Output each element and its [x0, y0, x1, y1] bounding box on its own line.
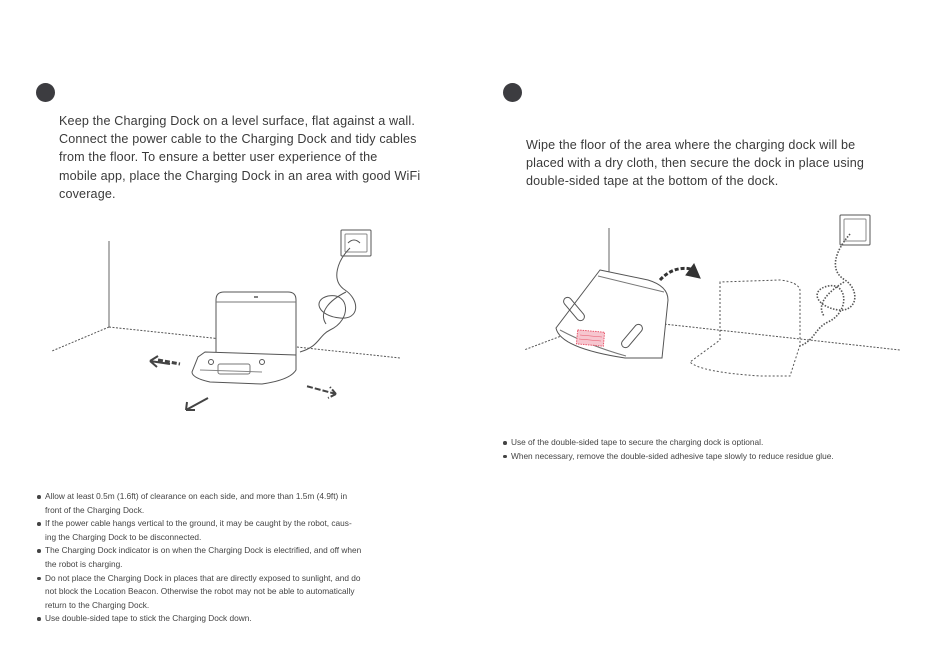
step-2-notes: Use of the double-sided tape to secure t… [503, 436, 834, 463]
instruction-line: mobile app, place the Charging Dock in a… [59, 168, 421, 183]
clearance-arrow-front-icon [185, 397, 209, 411]
instruction-line: Connect the power cable to the Charging … [59, 132, 417, 147]
wall-socket-icon [340, 229, 372, 257]
instruction-line: placed with a dry cloth, then secure the… [526, 156, 865, 171]
note-item: When necessary, remove the double-sided … [503, 450, 834, 464]
clearance-arrow-right-icon [305, 385, 337, 399]
instruction-line: coverage. [59, 186, 116, 201]
step-1-marker [36, 83, 55, 102]
wall-socket-icon [839, 214, 871, 246]
note-item: Allow at least 0.5m (1.6ft) of clearance… [37, 490, 361, 517]
charging-dock-icon [215, 291, 297, 356]
step-2-instruction: Wipe the floor of the area where the cha… [526, 136, 864, 191]
step-1-notes: Allow at least 0.5m (1.6ft) of clearance… [37, 490, 361, 626]
power-cable [299, 247, 357, 353]
dock-target-outline [689, 279, 801, 377]
clearance-arrow-left-icon [149, 355, 171, 368]
step-2-marker [503, 83, 522, 102]
note-item: If the power cable hangs vertical to the… [37, 517, 361, 544]
instruction-line: Wipe the floor of the area where the cha… [526, 138, 856, 152]
step-1-instruction: Keep the Charging Dock on a level surfac… [59, 112, 420, 203]
note-item: Do not place the Charging Dock in places… [37, 572, 361, 613]
move-arrow-icon [658, 266, 696, 282]
double-sided-tape-icon [575, 329, 606, 347]
note-item: Use double-sided tape to stick the Charg… [37, 612, 361, 626]
instruction-line: double-sided tape at the bottom of the d… [526, 174, 779, 189]
power-cable [799, 233, 856, 347]
note-item: Use of the double-sided tape to secure t… [503, 436, 834, 450]
instruction-line: from the floor. To ensure a better user … [59, 150, 378, 165]
note-item: The Charging Dock indicator is on when t… [37, 544, 361, 571]
instruction-line: Keep the Charging Dock on a level surfac… [59, 114, 415, 128]
